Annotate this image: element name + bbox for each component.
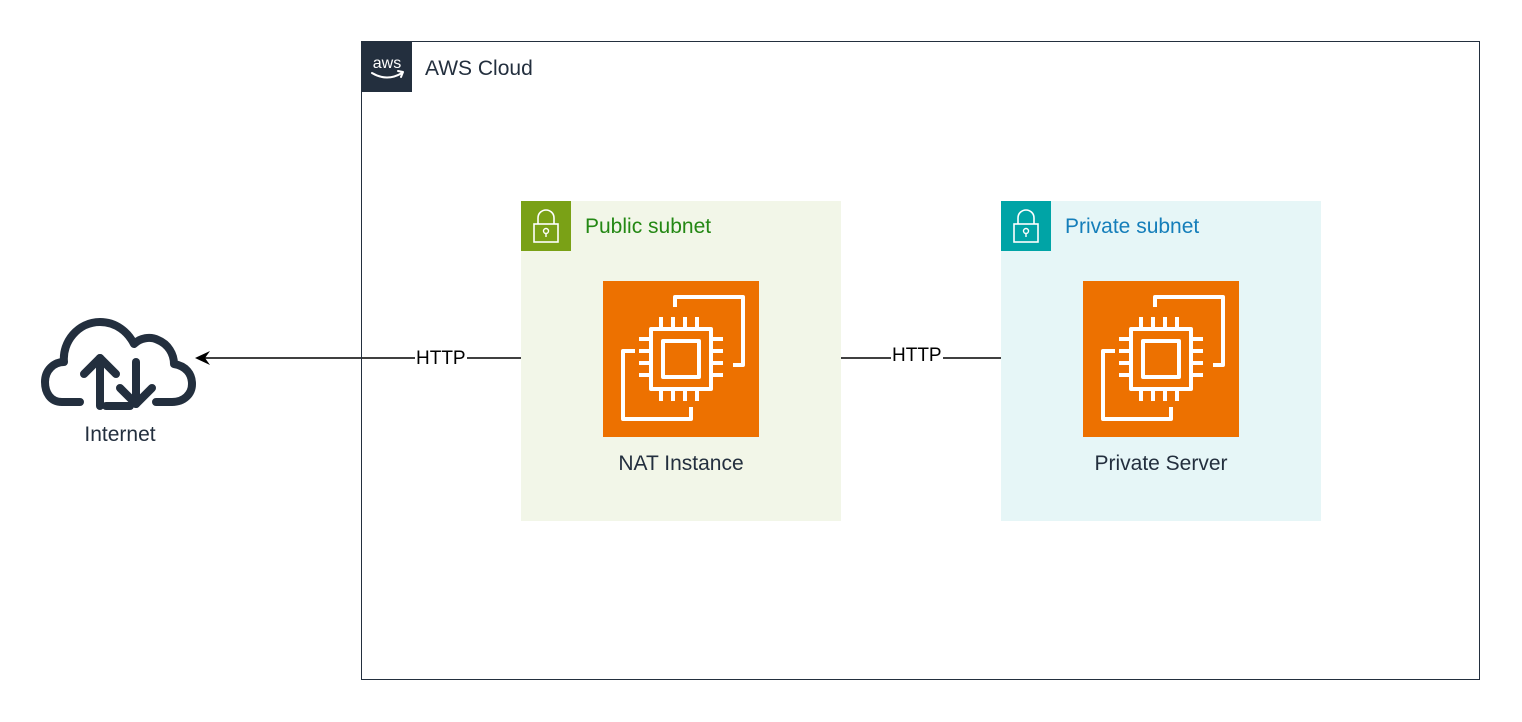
edge-label-nat-internet: HTTP xyxy=(415,348,467,370)
edge-label-private-nat: HTTP xyxy=(891,345,943,367)
arrowhead-icon xyxy=(195,351,210,365)
ec2-instance-icon xyxy=(1101,295,1225,421)
private-subnet-title: Private subnet xyxy=(1065,215,1200,238)
aws-cloud-title: AWS Cloud xyxy=(425,57,533,80)
nat-instance-label: NAT Instance xyxy=(618,452,744,475)
aws-logo-text: aws xyxy=(373,55,401,72)
private-server-node[interactable] xyxy=(1083,281,1239,437)
private-server-label: Private Server xyxy=(1094,452,1228,475)
ec2-instance-icon xyxy=(621,295,745,421)
lock-icon xyxy=(521,201,571,251)
aws-cloud-group[interactable]: aws AWS Cloud xyxy=(361,41,1480,680)
public-subnet-title: Public subnet xyxy=(585,215,712,238)
aws-logo-icon: aws xyxy=(362,42,412,92)
internet-cloud-icon xyxy=(40,312,196,412)
nat-instance-node[interactable] xyxy=(603,281,759,437)
internet-label: Internet xyxy=(84,423,156,446)
lock-icon xyxy=(1001,201,1051,251)
